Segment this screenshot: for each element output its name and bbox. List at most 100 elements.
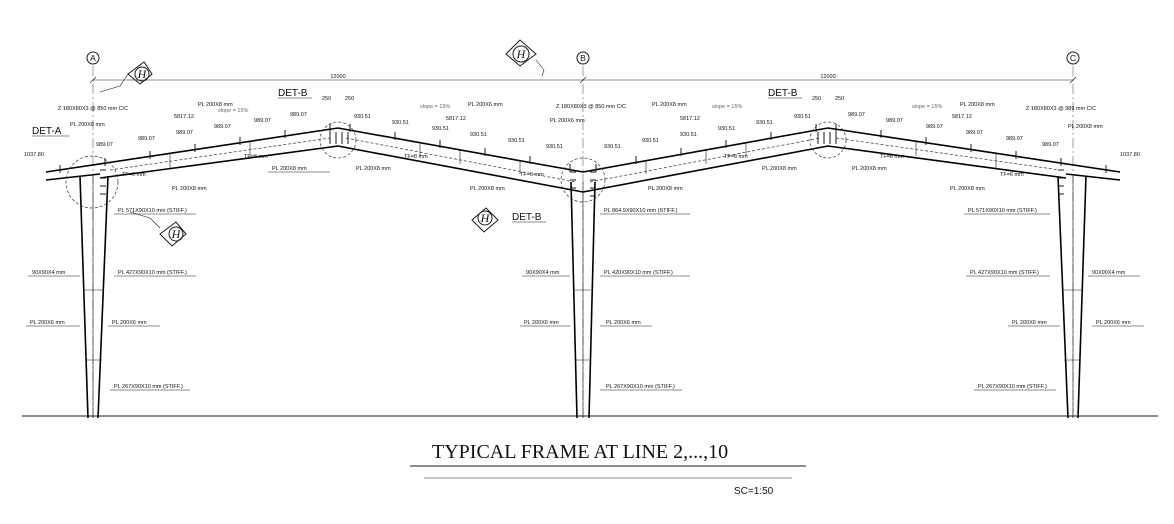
- det-h-label-1: H: [137, 67, 148, 81]
- brace-left: 90X90X4 mm: [32, 270, 66, 276]
- pl-200x6-col-2: PL 200X6 mm: [112, 320, 147, 326]
- dim-5817-1: 5817.12: [174, 114, 194, 120]
- dim-930-9: 930.51: [680, 132, 697, 138]
- stiff-864: PL 864.9X90X10 mm (STIFF.): [604, 208, 678, 214]
- pl-200x6-col-5: PL 200X6 mm: [1012, 320, 1047, 326]
- pl-200x8-7: PL 200X8 mm: [1068, 124, 1103, 130]
- bay-dim-right: 12000: [820, 74, 835, 80]
- pl-200x6-3: PL 200X6 mm: [468, 102, 503, 108]
- stiff-267-right: PL 267X90X10 mm (STIFF.): [978, 384, 1047, 390]
- brace-mid: 90X90X4 mm: [526, 270, 560, 276]
- z-purlin-label-mid: Z 180X80X3 @ 850 mm C/C: [556, 104, 626, 110]
- web-tf6-1: TF=6 mm: [122, 172, 146, 178]
- web-tf8-1: TF=8 mm: [244, 154, 268, 160]
- pl-200x8-bottom-7: PL 200X8 mm: [852, 166, 887, 172]
- dim-930-3: 930.51: [432, 126, 449, 132]
- purlin-spacing-3: 250: [812, 96, 821, 102]
- web-tf8-2: TF=8 mm: [404, 154, 428, 160]
- grid-bubble-a: A: [86, 51, 100, 65]
- rafter-left: [45, 127, 584, 193]
- dim-989-7: 989.07: [848, 112, 865, 118]
- stiff-571-left: PL 571X90X10 mm (STIFF.): [118, 208, 187, 214]
- dim-5817-4: 5817.12: [952, 114, 972, 120]
- detail-h-marker-icon: H: [129, 211, 187, 247]
- dim-5817-3: 5817.12: [680, 116, 700, 122]
- dim-930-6: 930.51: [546, 144, 563, 150]
- pl-200x8-2: PL 200X8 mm: [198, 102, 233, 108]
- dim-930-11: 930.51: [756, 120, 773, 126]
- stiff-267-mid: PL 267X90X10 mm (STIFF.): [606, 384, 675, 390]
- grid-bubble-c: C: [1066, 51, 1080, 65]
- dim-989-6: 989.07: [290, 112, 307, 118]
- web-tf8-4: TF=8 mm: [880, 154, 904, 160]
- title-block: TYPICAL FRAME AT LINE 2,...,10 SC=1:50: [410, 441, 806, 497]
- brace-right: 90X90X4 mm: [1092, 270, 1126, 276]
- dim-5817-2: 5817.12: [446, 116, 466, 122]
- pl-200x8-bottom-5: PL 200X8 mm: [648, 186, 683, 192]
- dim-989-4: 989.07: [214, 124, 231, 130]
- det-a-label: DET-A: [32, 126, 62, 137]
- grid-label-b: B: [580, 53, 586, 63]
- detail-circles: [65, 121, 847, 209]
- grid-label-c: C: [1070, 53, 1076, 63]
- bay-dimension: 12000 12000: [89, 74, 1077, 84]
- dim-930-7: 930.51: [604, 144, 621, 150]
- detail-h-marker-icon: H: [505, 39, 545, 77]
- stiff-420: PL 420X90X10 mm (STIFF.): [604, 270, 673, 276]
- det-b-label-left: DET-B: [278, 88, 308, 99]
- purlin-spacing-2: 250: [345, 96, 354, 102]
- dim-930-4: 930.51: [470, 132, 487, 138]
- detail-h-marker-icon: H: [99, 61, 153, 93]
- det-h-label-2: H: [516, 47, 527, 61]
- column-a: [79, 175, 109, 419]
- column-c: [1057, 175, 1087, 419]
- bay-dim-left: 12000: [330, 74, 345, 80]
- pl-200x8-1: PL 200X8 mm: [70, 122, 105, 128]
- pl-200x8-bottom-4: PL 200X8 mm: [470, 186, 505, 192]
- drawing-scale: SC=1:50: [734, 486, 774, 497]
- dim-989-3: 989.07: [176, 130, 193, 136]
- z-purlin-label-left: Z 180X80X3 @ 850 mm C/C: [58, 106, 128, 112]
- purlin-spacing-4: 250: [835, 96, 844, 102]
- grid-bubble-b: B: [576, 51, 590, 65]
- stiff-427-right: PL 427X90X10 mm (STIFF.): [970, 270, 1039, 276]
- web-tf6-3: TF=6 mm: [1000, 172, 1024, 178]
- pl-200x8-bottom-2: PL 200X8 mm: [356, 166, 391, 172]
- dim-930-5: 930.51: [508, 138, 525, 144]
- column-b: [570, 181, 596, 419]
- rafter-right: [582, 127, 1121, 193]
- detail-h-marker-icon: H: [471, 207, 499, 233]
- dim-989-5: 989.07: [254, 118, 271, 124]
- dim-1037-left: 1037.80: [24, 152, 44, 158]
- pl-200x8-6: PL 200X8 mm: [960, 102, 995, 108]
- bolt-marks: [100, 132, 1064, 197]
- det-b-label-bottom: DET-B: [512, 212, 542, 223]
- pl-200x8-bottom-6: PL 200X8 mm: [762, 166, 797, 172]
- purlins: [59, 124, 1107, 173]
- pl-200x8-bottom-8: PL 200X8 mm: [950, 186, 985, 192]
- dim-989-10: 989.07: [966, 130, 983, 136]
- drawing-title: TYPICAL FRAME AT LINE 2,...,10: [432, 441, 728, 463]
- dim-989-11: 989.07: [1006, 136, 1023, 142]
- pl-200x8-5: PL 200X8 mm: [652, 102, 687, 108]
- pl-200x8-bottom-1: PL 200X8 mm: [272, 166, 307, 172]
- dim-989-2: 989.07: [138, 136, 155, 142]
- z-purlin-label-right: Z 180X80X3 @ 989 mm C/C: [1026, 106, 1096, 112]
- pl-200x6-col-6: PL 200X6 mm: [1096, 320, 1131, 326]
- slope-label-1: slope = 15%: [218, 108, 249, 114]
- dim-989-8: 989.07: [886, 118, 903, 124]
- dim-930-1: 930.51: [354, 114, 371, 120]
- slope-label-2: slope = 15%: [420, 104, 451, 110]
- web-tf6-2: TF=6 mm: [520, 172, 544, 178]
- dim-989-9: 989.07: [926, 124, 943, 130]
- dim-930-2: 930.51: [392, 120, 409, 126]
- pl-200x6-col-3: PL 200X6 mm: [524, 320, 559, 326]
- pl-200x6-col-1: PL 200X6 mm: [30, 320, 65, 326]
- pl-200x6-4: PL 200X6 mm: [550, 118, 585, 124]
- det-h-label-3: H: [171, 227, 182, 241]
- stiff-267-left: PL 267X90X10 mm (STIFF.): [114, 384, 183, 390]
- dim-930-10: 930.51: [718, 126, 735, 132]
- dim-930-12: 930.51: [794, 114, 811, 120]
- dim-989-12: 989.07: [1042, 142, 1059, 148]
